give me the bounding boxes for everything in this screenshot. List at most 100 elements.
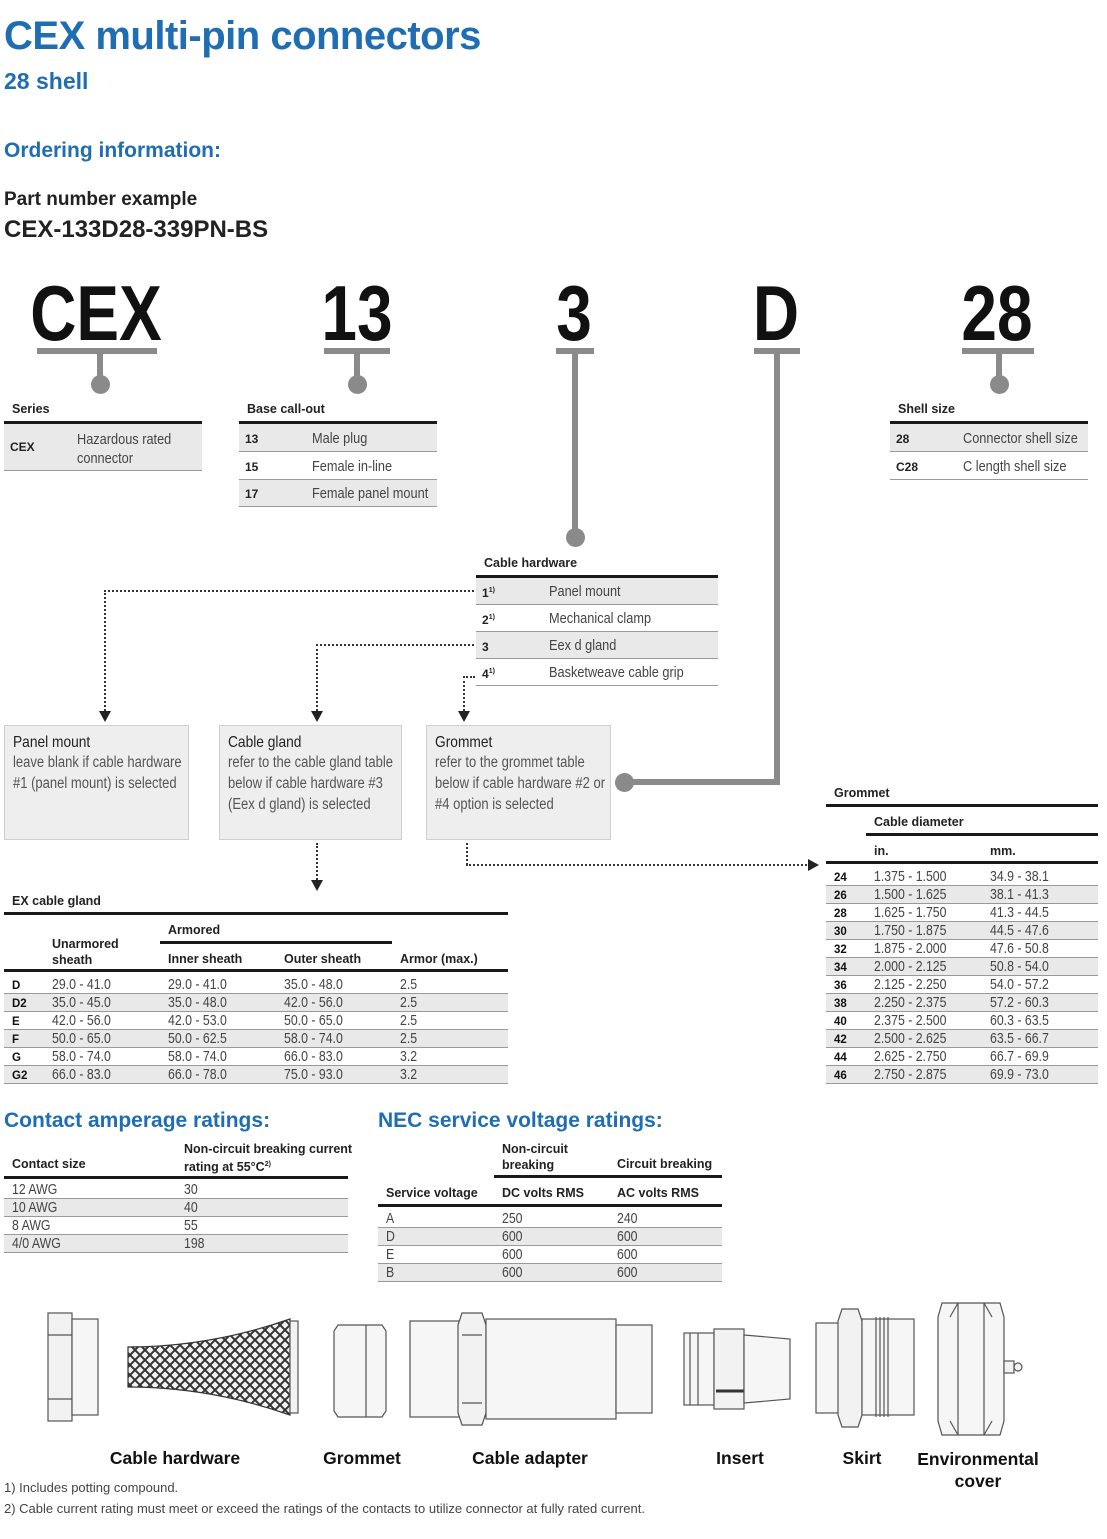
voltage-service: E bbox=[386, 1246, 395, 1263]
ex-gland-key: D2 bbox=[12, 998, 27, 1010]
shell-dot bbox=[990, 375, 1009, 394]
grommet-diameter-mm: 34.9 - 38.1 bbox=[990, 868, 1049, 885]
voltage-ac: 600 bbox=[617, 1246, 638, 1263]
code-grommet: D bbox=[752, 269, 800, 357]
voltage-ac: 600 bbox=[617, 1228, 638, 1245]
amperage-row: 8 AWG 55 bbox=[4, 1217, 348, 1235]
voltage-service: D bbox=[386, 1228, 395, 1245]
exploded-parts-illustration bbox=[47, 1302, 1023, 1436]
hardware-desc: Panel mount bbox=[549, 583, 621, 600]
hardware-row: 41) Basketweave cable grip bbox=[476, 659, 718, 686]
ex-gland-armor: 2.5 bbox=[400, 994, 418, 1011]
amperage-value: 40 bbox=[184, 1199, 198, 1216]
hardware-row: 21) Mechanical clamp bbox=[476, 605, 718, 632]
amperage-current-header-line2: rating at 55°C bbox=[184, 1160, 265, 1175]
amperage-size: 8 AWG bbox=[12, 1217, 51, 1234]
grommet-diameter-mm: 47.6 - 50.8 bbox=[990, 940, 1049, 957]
route-gland-down bbox=[316, 843, 318, 880]
ex-gland-outer: 35.0 - 48.0 bbox=[284, 976, 343, 993]
part-label-cover-line1: Environmental bbox=[917, 1449, 1039, 1469]
ex-gland-inner-header: Inner sheath bbox=[168, 952, 243, 966]
cable-adapter-part bbox=[409, 1312, 653, 1426]
series-desc-line1: Hazardous rated bbox=[77, 431, 172, 448]
grommet-size-code: 32 bbox=[834, 944, 847, 956]
route-gland-h bbox=[316, 644, 474, 646]
arrow-panel bbox=[99, 711, 111, 722]
grommet-diameter-in: 2.250 - 2.375 bbox=[874, 994, 947, 1011]
series-caption: Series bbox=[12, 402, 50, 416]
series-code: CEX bbox=[10, 440, 35, 454]
grommet-size-code: 30 bbox=[834, 926, 847, 938]
base-row: 17 Female panel mount bbox=[239, 480, 437, 507]
series-connector bbox=[97, 354, 103, 378]
series-row: CEX Hazardous rated connector bbox=[4, 424, 202, 471]
amperage-current-sup: 2) bbox=[264, 1161, 271, 1168]
base-desc: Female panel mount bbox=[312, 485, 429, 502]
voltage-dc: 600 bbox=[502, 1264, 523, 1281]
route-grommet-right bbox=[466, 864, 810, 866]
grommet-box: Grommet refer to the grommet table below… bbox=[426, 725, 611, 840]
ex-gland-armor: 2.5 bbox=[400, 1030, 418, 1047]
ex-gland-row: F 50.0 - 65.0 50.0 - 62.5 58.0 - 74.0 2.… bbox=[4, 1030, 508, 1048]
grommet-diameter-mm: 63.5 - 66.7 bbox=[990, 1030, 1049, 1047]
series-desc: Hazardous rated connector bbox=[77, 430, 171, 468]
voltage-dc-header: DC volts RMS bbox=[502, 1186, 584, 1200]
route-grommet-h bbox=[463, 676, 475, 678]
ex-gland-unarmored: 50.0 - 65.0 bbox=[52, 1030, 111, 1047]
grommet-underline bbox=[754, 348, 800, 354]
ex-gland-row: E 42.0 - 56.0 42.0 - 53.0 50.0 - 65.0 2.… bbox=[4, 1012, 508, 1030]
hardware-code: 21) bbox=[482, 613, 495, 627]
ex-gland-rule-mid bbox=[4, 969, 508, 972]
route-grommet-v bbox=[463, 676, 465, 711]
route-gland-v bbox=[316, 644, 318, 711]
shell-desc: Connector shell size bbox=[963, 430, 1078, 447]
hardware-code: 3 bbox=[482, 640, 489, 654]
grommet-diameter-mm: 60.3 - 63.5 bbox=[990, 1012, 1049, 1029]
amperage-size: 10 AWG bbox=[12, 1199, 58, 1216]
voltage-service-header: Service voltage bbox=[386, 1186, 478, 1200]
voltage-rule-mid bbox=[378, 1204, 722, 1207]
amperage-row: 4/0 AWG 198 bbox=[4, 1235, 348, 1253]
amperage-value: 30 bbox=[184, 1181, 198, 1198]
ex-gland-armored-rule bbox=[160, 941, 392, 944]
route-panel-v bbox=[104, 590, 106, 711]
grommet-diameter-in: 2.125 - 2.250 bbox=[874, 976, 947, 993]
hardware-rule bbox=[476, 575, 718, 578]
grommet-diameter-rule bbox=[866, 833, 1098, 836]
amperage-rule bbox=[4, 1176, 348, 1179]
grommet-diameter-in: 1.625 - 1.750 bbox=[874, 904, 947, 921]
ex-gland-unarmored: 58.0 - 74.0 bbox=[52, 1048, 111, 1065]
shell-row: 28 Connector shell size bbox=[890, 424, 1088, 452]
shell-rule bbox=[890, 421, 1088, 424]
voltage-noncb-header: Non-circuit breaking bbox=[502, 1141, 568, 1173]
voltage-cb-header: Circuit breaking bbox=[617, 1157, 713, 1171]
base-connector bbox=[354, 354, 360, 378]
grommet-diameter-mm: 44.5 - 47.6 bbox=[990, 922, 1049, 939]
ex-gland-row: G2 66.0 - 83.0 66.0 - 78.0 75.0 - 93.0 3… bbox=[4, 1066, 508, 1084]
ex-gland-unarmored: 66.0 - 83.0 bbox=[52, 1066, 111, 1083]
shell-code: C28 bbox=[896, 460, 919, 474]
base-underline bbox=[324, 348, 390, 354]
shell-underline bbox=[962, 348, 1034, 354]
amperage-current-header-line1: Non-circuit breaking current bbox=[184, 1142, 353, 1156]
grommet-size-code: 26 bbox=[834, 890, 847, 902]
ex-gland-key: G bbox=[12, 1052, 21, 1064]
voltage-heading: NEC service voltage ratings: bbox=[378, 1109, 663, 1132]
hardware-desc: Mechanical clamp bbox=[549, 610, 652, 627]
ex-gland-inner: 66.0 - 78.0 bbox=[168, 1066, 227, 1083]
grommet-diameter-in: 1.500 - 1.625 bbox=[874, 886, 947, 903]
hardware-code: 11) bbox=[482, 586, 495, 600]
hardware-desc: Basketweave cable grip bbox=[549, 664, 684, 681]
series-desc-line2: connector bbox=[77, 450, 133, 467]
voltage-dc: 600 bbox=[502, 1246, 523, 1263]
part-number-example: CEX-133D28-339PN-BS bbox=[4, 216, 269, 243]
ex-gland-row: G 58.0 - 74.0 58.0 - 74.0 66.0 - 83.0 3.… bbox=[4, 1048, 508, 1066]
code-shell: 28 bbox=[961, 269, 1033, 357]
